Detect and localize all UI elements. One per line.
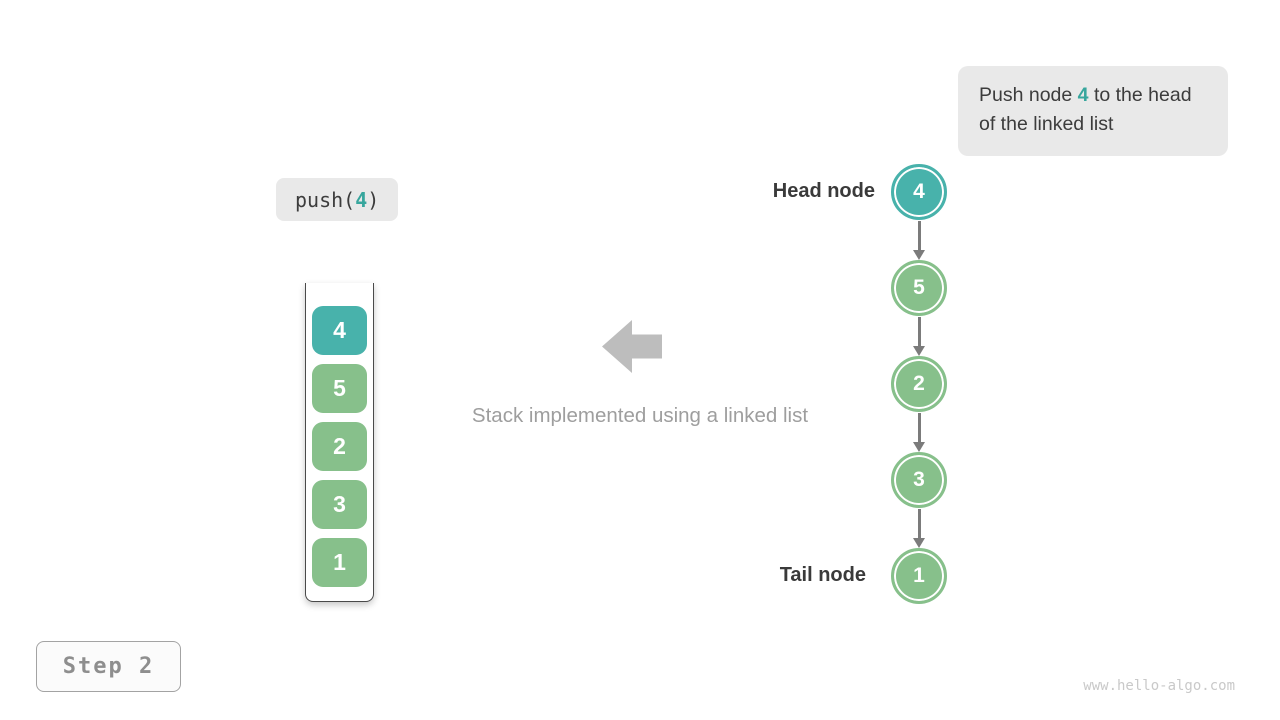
list-node: 3 <box>891 452 947 508</box>
stack-item: 3 <box>312 480 367 529</box>
watermark-url: www.hello-algo.com <box>1083 678 1235 694</box>
callout-text-before: Push node <box>979 84 1078 106</box>
stack-item: 2 <box>312 422 367 471</box>
list-node: 2 <box>891 356 947 412</box>
stack-item-new: 4 <box>312 306 367 355</box>
step-badge: Step 2 <box>36 641 181 692</box>
code-label-push: push(4) <box>276 178 399 221</box>
stack-container: 4 5 2 3 1 <box>305 283 374 602</box>
down-arrow-icon <box>910 317 928 356</box>
stack-item: 1 <box>312 538 367 587</box>
callout-bubble: Push node 4 to the head of the linked li… <box>958 66 1228 156</box>
list-node: 5 <box>891 260 947 316</box>
down-arrow-icon <box>910 221 928 260</box>
code-suffix: ) <box>367 187 380 212</box>
callout-text-after: to the head of the linked list <box>979 84 1192 135</box>
down-arrow-icon <box>910 413 928 452</box>
left-block-arrow-icon <box>602 320 662 373</box>
code-arg: 4 <box>355 187 368 212</box>
list-node-head: 4 <box>891 164 947 220</box>
stack-item: 5 <box>312 364 367 413</box>
caption-text: Stack implemented using a linked list <box>471 404 809 427</box>
code-prefix: push( <box>295 187 356 212</box>
tail-node-label: Tail node <box>779 564 866 586</box>
head-node-label: Head node <box>772 180 875 202</box>
list-node-tail: 1 <box>891 548 947 604</box>
down-arrow-icon <box>910 509 928 548</box>
callout-highlight-value: 4 <box>1077 84 1089 106</box>
